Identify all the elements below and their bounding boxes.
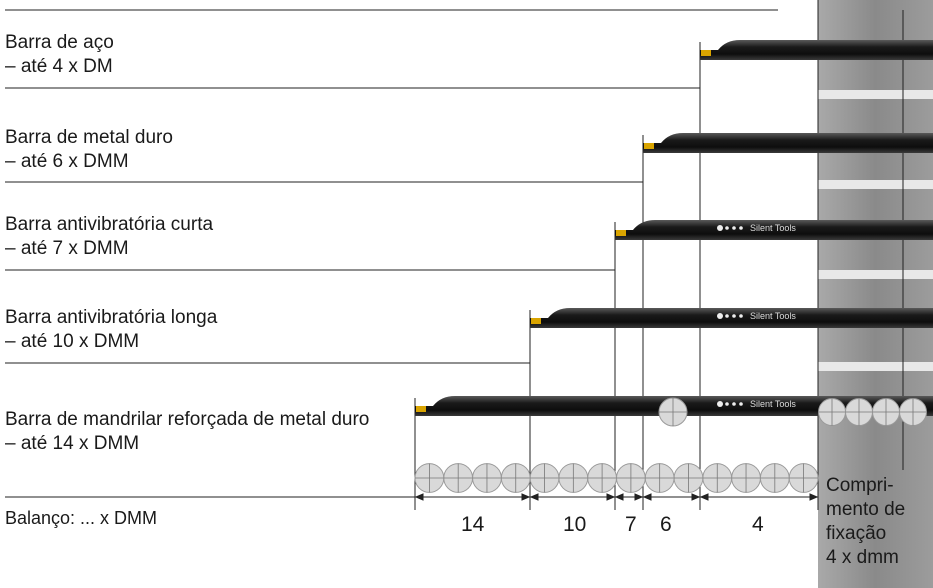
arrowhead: [606, 493, 616, 501]
clamping-line-1: Compri-: [826, 475, 894, 496]
arrowhead: [809, 493, 819, 501]
bar-body: [643, 133, 933, 153]
diameter-circle: [414, 463, 445, 493]
insert-tip: [616, 230, 626, 236]
diameter-circles: [414, 397, 927, 493]
arrowhead: [691, 493, 701, 501]
diameter-circle: [500, 463, 531, 493]
diameter-circle: [673, 463, 704, 493]
boring-bar-2: [643, 133, 933, 153]
boring-bar-3: Silent Tools: [615, 220, 933, 240]
arrowhead: [642, 493, 652, 501]
brand-mark: Silent Tools: [717, 399, 796, 409]
bar-label-2: Barra de metal duro – até 6 x DMM: [5, 126, 173, 174]
clamping-line-4: 4 x dmm: [826, 547, 899, 568]
diameter-circle: [658, 397, 688, 427]
insert-tip: [531, 318, 541, 324]
dim-label-10: 10: [563, 513, 587, 536]
bar-title-4: Barra antivibratória longa: [5, 307, 218, 328]
diameter-circle: [731, 463, 761, 493]
arrowhead: [699, 493, 709, 501]
brand-mark: Silent Tools: [717, 223, 796, 233]
clamp-slots: [818, 90, 933, 371]
bar-label-1: Barra de aço – até 4 x DM: [5, 31, 114, 79]
bar-title-2: Barra de metal duro: [5, 127, 173, 148]
arrowhead: [529, 493, 539, 501]
diameter-circle: [818, 398, 846, 426]
diameter-circle: [759, 463, 790, 493]
bar-subtitle-4: – até 10 x DMM: [5, 331, 140, 352]
arrowhead: [614, 493, 624, 501]
clamping-line-3: fixação: [826, 523, 887, 544]
bar-body: [530, 308, 933, 328]
diameter-circle: [529, 463, 560, 493]
clamping-length-label: Compri- mento de fixação 4 x dmm: [826, 474, 933, 570]
arrowhead: [521, 493, 531, 501]
bar-title-5: Barra de mandrilar reforçada de metal du…: [5, 409, 370, 430]
bar-label-4: Barra antivibratória longa – até 10 x DM…: [5, 306, 217, 354]
bar-subtitle-1: – até 4 x DM: [5, 56, 113, 77]
diameter-circle: [587, 463, 617, 493]
arrowhead: [634, 493, 644, 501]
diameter-circle: [845, 398, 873, 426]
boring-bar-1: [700, 40, 933, 60]
brand-text: Silent Tools: [750, 311, 796, 321]
insert-tip: [701, 50, 711, 56]
bar-title-3: Barra antivibratória curta: [5, 214, 214, 235]
dim-label-4: 4: [752, 513, 764, 536]
diameter-circle: [472, 463, 502, 493]
dim-label-7: 7: [625, 513, 637, 536]
overhang-legend: Balanço: ... x DMM: [5, 508, 158, 528]
diameter-circle: [872, 398, 900, 426]
diameter-circle: [558, 463, 589, 493]
bar-body: [615, 220, 933, 240]
brand-text: Silent Tools: [750, 223, 796, 233]
brand-text: Silent Tools: [750, 399, 796, 409]
diameter-circle: [788, 463, 819, 493]
diameter-circle: [899, 398, 927, 426]
insert-tip: [644, 143, 654, 149]
bar-title-1: Barra de aço: [5, 32, 114, 53]
bar-subtitle-3: – até 7 x DMM: [5, 238, 129, 259]
clamping-line-2: mento de: [826, 499, 906, 520]
diameter-circle: [702, 463, 733, 493]
bar-label-5: Barra de mandrilar reforçada de metal du…: [5, 408, 385, 456]
dimension-arrows: [414, 493, 819, 501]
bar-subtitle-5: – até 14 x DMM: [5, 433, 140, 454]
dim-label-6: 6: [660, 513, 672, 536]
arrowhead: [414, 493, 424, 501]
dim-label-14: 14: [461, 513, 485, 536]
diameter-circle: [443, 463, 474, 493]
separator-lines: [5, 9, 778, 498]
bar-subtitle-2: – até 6 x DMM: [5, 151, 129, 172]
boring-bar-4: Silent Tools: [530, 308, 933, 328]
bar-label-3: Barra antivibratória curta – até 7 x DMM: [5, 213, 213, 261]
brand-mark: Silent Tools: [717, 311, 796, 321]
diameter-circle: [644, 463, 675, 493]
bar-body: [700, 40, 933, 60]
diameter-circle: [616, 463, 646, 493]
insert-tip: [416, 406, 426, 412]
